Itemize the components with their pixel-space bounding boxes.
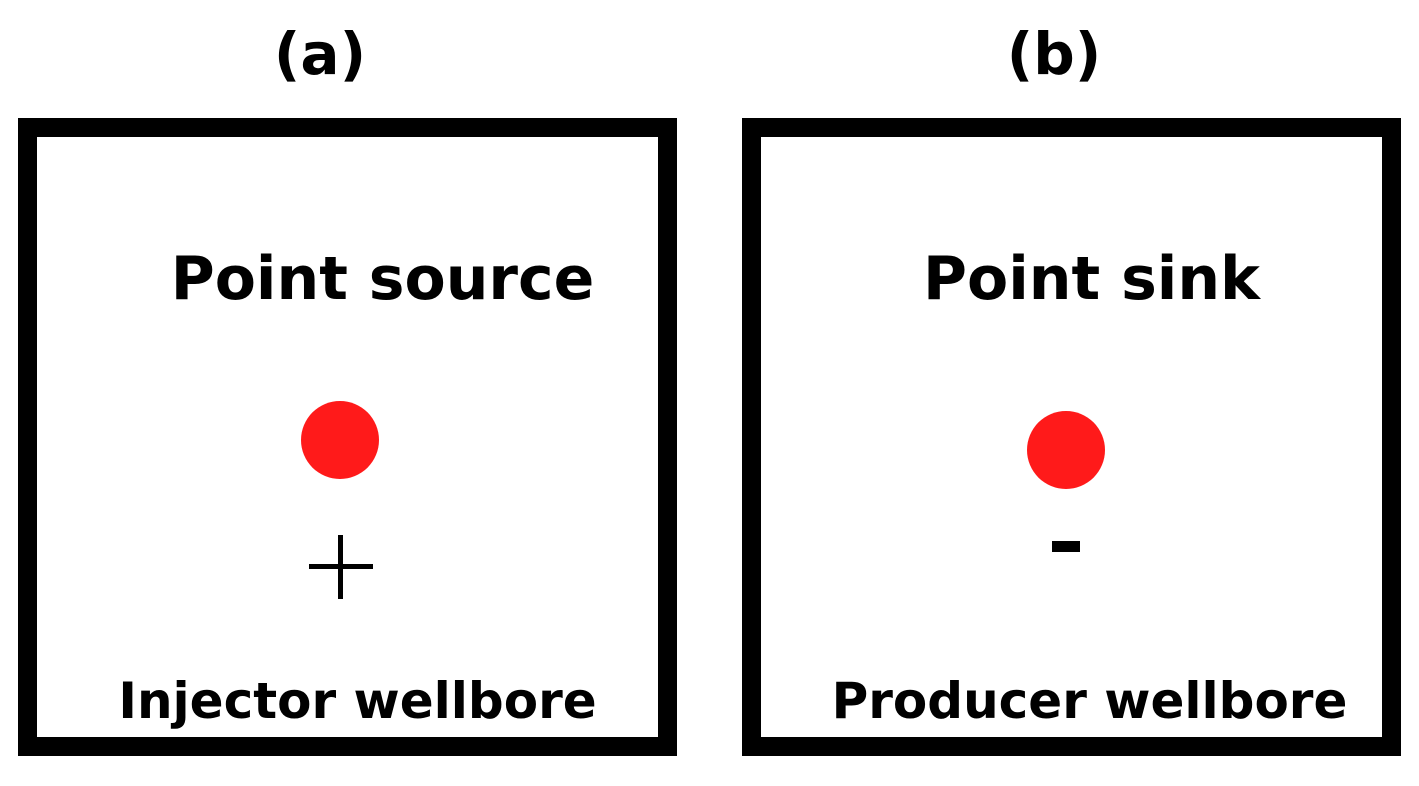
well-marker-dot xyxy=(301,401,379,479)
minus-icon xyxy=(1045,535,1085,555)
panel-label-a: (a) xyxy=(273,20,367,88)
panel-caption: Producer wellbore xyxy=(831,672,1348,730)
panel-title: Point source xyxy=(170,244,595,314)
panel-label-b: (b) xyxy=(1006,20,1102,88)
plus-icon xyxy=(301,525,381,605)
panel-point-source: Point source Injector wellbore xyxy=(18,118,677,756)
well-marker-dot xyxy=(1027,411,1105,489)
panel-title: Point sink xyxy=(923,244,1260,314)
panel-caption: Injector wellbore xyxy=(118,672,597,730)
panel-point-sink: Point sink Producer wellbore xyxy=(742,118,1401,756)
